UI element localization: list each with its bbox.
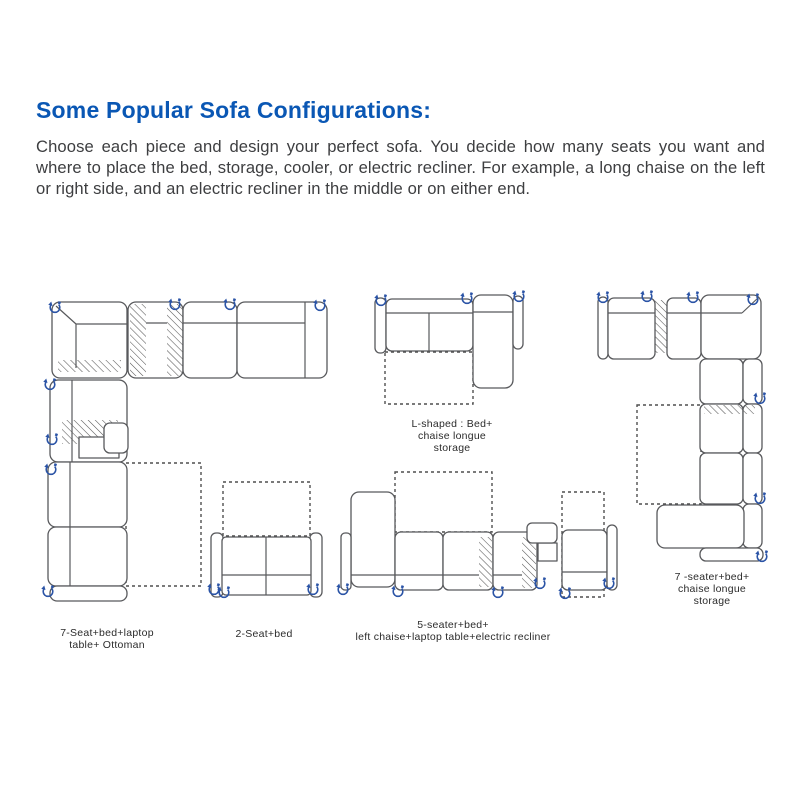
armrest bbox=[606, 524, 618, 591]
bed-hatch bbox=[522, 537, 536, 588]
laptop-table-base bbox=[537, 542, 558, 562]
diagram-label-l-shaped: L-shaped : Bed+ chaise longue storage bbox=[391, 418, 513, 454]
bed-outline bbox=[394, 471, 493, 533]
laptop-table bbox=[526, 522, 558, 544]
chaise-longue bbox=[472, 294, 514, 389]
seat-arm-module bbox=[236, 301, 328, 379]
label-line: left chaise+laptop table+electric reclin… bbox=[355, 631, 551, 643]
electric-recliner bbox=[561, 529, 608, 591]
armrest bbox=[309, 532, 323, 598]
diagram-label-7-seat-ottoman: 7-Seat+bed+laptop table+ Ottoman bbox=[32, 627, 182, 651]
bed-hatch bbox=[130, 304, 146, 376]
diagram-l-shaped-bed-chaise-longue-storage bbox=[373, 289, 526, 405]
seat-module bbox=[47, 526, 128, 587]
ottoman-outline bbox=[125, 462, 202, 587]
seat-module bbox=[47, 461, 128, 528]
seat-module bbox=[394, 531, 444, 591]
diagram-7-seater-bed-chaise-longue-storage bbox=[595, 289, 769, 563]
bed-outline bbox=[636, 404, 702, 505]
diagram-label-7-seater-chaise: 7 -seater+bed+ chaise longue storage bbox=[651, 571, 773, 607]
armrest bbox=[49, 585, 128, 602]
seat-module bbox=[699, 358, 744, 405]
label-line: 5-seater+bed+ bbox=[417, 619, 489, 631]
diagram-2-seat-bed bbox=[206, 481, 323, 599]
label-line: 2-Seat+bed bbox=[235, 628, 293, 640]
armrest bbox=[210, 532, 224, 598]
armrest bbox=[340, 532, 352, 591]
back-strip bbox=[742, 452, 763, 505]
bed-outline bbox=[222, 481, 311, 537]
back-strip bbox=[742, 503, 763, 549]
bed-hatch bbox=[479, 537, 492, 587]
page-title: Some Popular Sofa Configurations: bbox=[36, 97, 432, 124]
armrest bbox=[512, 295, 524, 350]
armrest bbox=[699, 547, 764, 562]
rotate-icon bbox=[40, 584, 55, 598]
label-line: storage bbox=[693, 595, 731, 607]
bed-hatch bbox=[167, 304, 183, 376]
corner-module bbox=[51, 301, 128, 379]
seat-module bbox=[666, 297, 702, 360]
label-line: chaise longue bbox=[417, 430, 487, 442]
seat-module bbox=[699, 452, 744, 505]
label-line: 7 -seater+bed+ bbox=[674, 571, 750, 583]
storage-hatch bbox=[58, 360, 121, 372]
label-line: table+ Ottoman bbox=[69, 639, 145, 651]
label-line: L-shaped : Bed+ bbox=[411, 418, 493, 430]
seat-module bbox=[182, 301, 238, 379]
armrest bbox=[374, 297, 387, 354]
diagram-label-5-seater: 5-seater+bed+ left chaise+laptop table+e… bbox=[332, 619, 574, 643]
bed-hatch bbox=[655, 300, 667, 353]
back-strip bbox=[742, 358, 763, 405]
bed-outline bbox=[384, 351, 474, 405]
chaise-longue bbox=[656, 504, 745, 549]
seat-module bbox=[607, 297, 656, 360]
intro-paragraph: Choose each piece and design your perfec… bbox=[36, 136, 765, 198]
label-line: chaise longue bbox=[677, 583, 747, 595]
storage-hatch bbox=[704, 405, 755, 414]
label-line: 7-Seat+bed+laptop bbox=[60, 627, 154, 639]
laptop-table bbox=[103, 422, 129, 454]
diagram-5-seater-bed-left-chaise-laptop-table-electric-recliner bbox=[335, 471, 618, 600]
label-line: storage bbox=[433, 442, 471, 454]
diagram-label-2-seat-bed: 2-Seat+bed bbox=[204, 628, 324, 640]
armrest bbox=[597, 296, 609, 360]
diagram-7-seat-bed-laptop-table-ottoman bbox=[40, 297, 328, 602]
left-chaise bbox=[350, 491, 396, 588]
